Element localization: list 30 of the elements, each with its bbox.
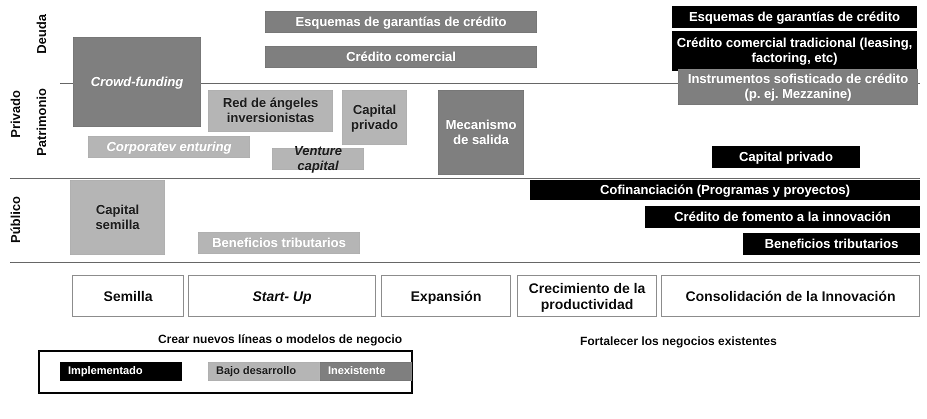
- stage-box: Crecimiento de la productividad: [517, 275, 657, 317]
- stage-box: Expansión: [381, 275, 511, 317]
- funding-box: Esquemas de garantías de crédito: [265, 11, 537, 33]
- funding-box: Mecanismo de salida: [438, 90, 524, 175]
- funding-box: Capital privado: [712, 146, 860, 168]
- stage-box: Semilla: [72, 275, 184, 317]
- funding-box: Capital semilla: [70, 180, 165, 255]
- funding-box: Crédito comercial: [265, 46, 537, 68]
- row-label: Público: [8, 196, 23, 243]
- funding-box: Beneficios tributarios: [198, 232, 360, 254]
- legend-label: Bajo desarrollo: [216, 365, 296, 377]
- funding-box: Corporatev enturing: [88, 136, 250, 158]
- row-label: Privado: [8, 90, 23, 138]
- funding-box: Beneficios tributarios: [743, 233, 920, 255]
- funding-box: Red de ángeles inversionistas: [208, 90, 333, 132]
- row-label: Patrimonio: [34, 88, 49, 156]
- stage-box: Start- Up: [188, 275, 376, 317]
- stage-group-label: Fortalecer los negocios existentes: [580, 334, 777, 348]
- funding-box: Crédito comercial tradicional (leasing, factoring, etc): [672, 31, 917, 71]
- funding-box: Crowd-funding: [73, 37, 201, 127]
- funding-box: Capital privado: [342, 90, 407, 145]
- row-label: Deuda: [34, 14, 49, 54]
- legend-label: Implementado: [68, 365, 143, 377]
- stage-box: Consolidación de la Innovación: [661, 275, 920, 317]
- funding-box: Crédito de fomento a la innovación: [645, 206, 920, 228]
- legend-label: Inexistente: [328, 365, 386, 377]
- funding-box: Esquemas de garantías de crédito: [672, 6, 917, 28]
- stage-group-label: Crear nuevos líneas o modelos de negocio: [158, 332, 402, 346]
- funding-box: Cofinanciación (Programas y proyectos): [530, 180, 920, 200]
- funding-box: Instrumentos sofisticado de crédito (p. ej. Mezzanine): [678, 69, 918, 105]
